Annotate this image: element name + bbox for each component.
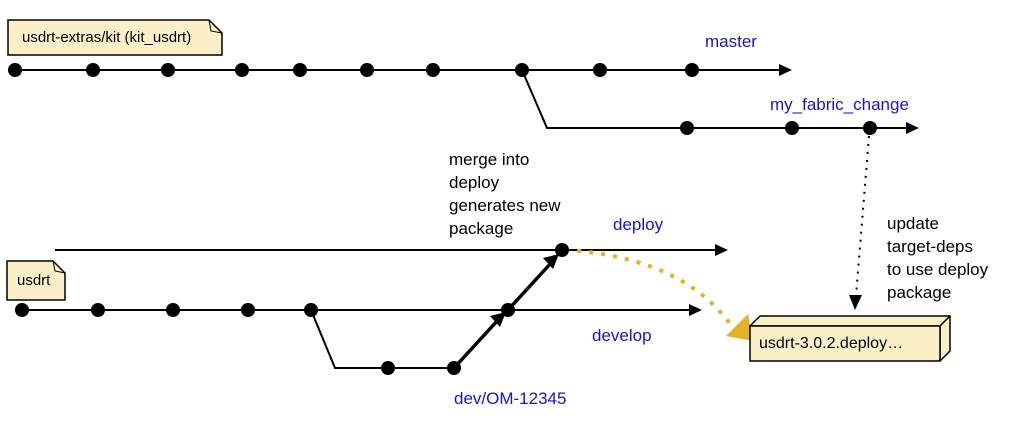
branch-label-my-fabric-change: my_fabric_change: [770, 95, 909, 114]
update-annotation-line: to use deploy: [887, 260, 989, 279]
develop-arrowhead-icon: [689, 304, 702, 316]
merge-arrowhead-deploy-icon: [543, 254, 559, 269]
commit-dot-master: [161, 63, 175, 77]
commit-dot-master: [593, 63, 607, 77]
commit-dot-my-fabric-change: [863, 121, 877, 135]
note-repo-usdrt-label: usdrt: [17, 272, 51, 289]
commit-dot-deploy: [555, 243, 569, 257]
commit-dot-master: [8, 63, 22, 77]
note-repo-usdrt: [6, 260, 66, 301]
note-repo-kit-label: usdrt-extras/kit (kit_usdrt): [22, 29, 192, 46]
commit-dot-master: [293, 63, 307, 77]
update-annotation: update target-deps to use deploy package: [887, 212, 988, 304]
branch-label-dev-om-12345: dev/OM-12345: [454, 389, 567, 408]
commit-dot-master: [86, 63, 100, 77]
merge-annotation-line: merge into: [449, 150, 530, 169]
package-flow-arrowhead-icon: [726, 314, 753, 341]
dev-om-12345-branch-line: [310, 309, 454, 369]
commit-dot-master: [235, 63, 249, 77]
deploy-arrowhead-icon: [715, 244, 728, 256]
merge-annotation-line: package: [449, 219, 514, 238]
update-annotation-line: target-deps: [887, 237, 973, 256]
merge-arrow-develop-to-deploy: [506, 261, 553, 312]
update-deps-arrowhead-icon: [849, 295, 862, 310]
branch-label-deploy: deploy: [613, 215, 664, 234]
merge-arrow-devom-to-develop: [452, 318, 500, 370]
note-repo-kit: [7, 19, 223, 56]
commit-dot-dev-om-12345: [381, 361, 395, 375]
package-box-front-face: [749, 325, 941, 362]
commit-dot-master: [515, 63, 529, 77]
package-flow-dotted-curve: [564, 247, 736, 331]
my-fabric-change-arrowhead-icon: [906, 122, 919, 134]
note-repo-kit-fold-icon: [208, 19, 223, 34]
merge-annotation-line: deploy: [449, 173, 500, 192]
commit-dot-develop: [501, 303, 515, 317]
commit-dot-develop: [166, 303, 180, 317]
commit-dot-master: [685, 63, 699, 77]
update-deps-dotted-link: [855, 135, 870, 297]
package-box-top-face: [749, 315, 951, 327]
note-repo-usdrt-fold-icon: [52, 260, 66, 274]
merge-annotation: merge into deploy generates new package: [449, 148, 561, 240]
branch-label-develop: develop: [592, 326, 652, 345]
commit-dot-master: [360, 63, 374, 77]
merge-annotation-line: generates new: [449, 196, 561, 215]
commit-dot-master: [426, 63, 440, 77]
commit-dot-develop: [241, 303, 255, 317]
merge-arrowhead-develop-icon: [490, 312, 506, 327]
commit-dot-develop: [91, 303, 105, 317]
master-arrowhead-icon: [779, 64, 792, 76]
commit-dot-dev-om-12345: [447, 361, 461, 375]
branch-label-master: master: [705, 32, 757, 51]
package-label: usdrt-3.0.2.deploy…: [759, 335, 904, 352]
commit-dot-develop: [304, 303, 318, 317]
commit-dot-my-fabric-change: [785, 121, 799, 135]
update-annotation-line: package: [887, 283, 952, 302]
update-annotation-line: update: [887, 214, 939, 233]
commit-dot-develop: [15, 303, 29, 317]
commit-dot-my-fabric-change: [680, 121, 694, 135]
